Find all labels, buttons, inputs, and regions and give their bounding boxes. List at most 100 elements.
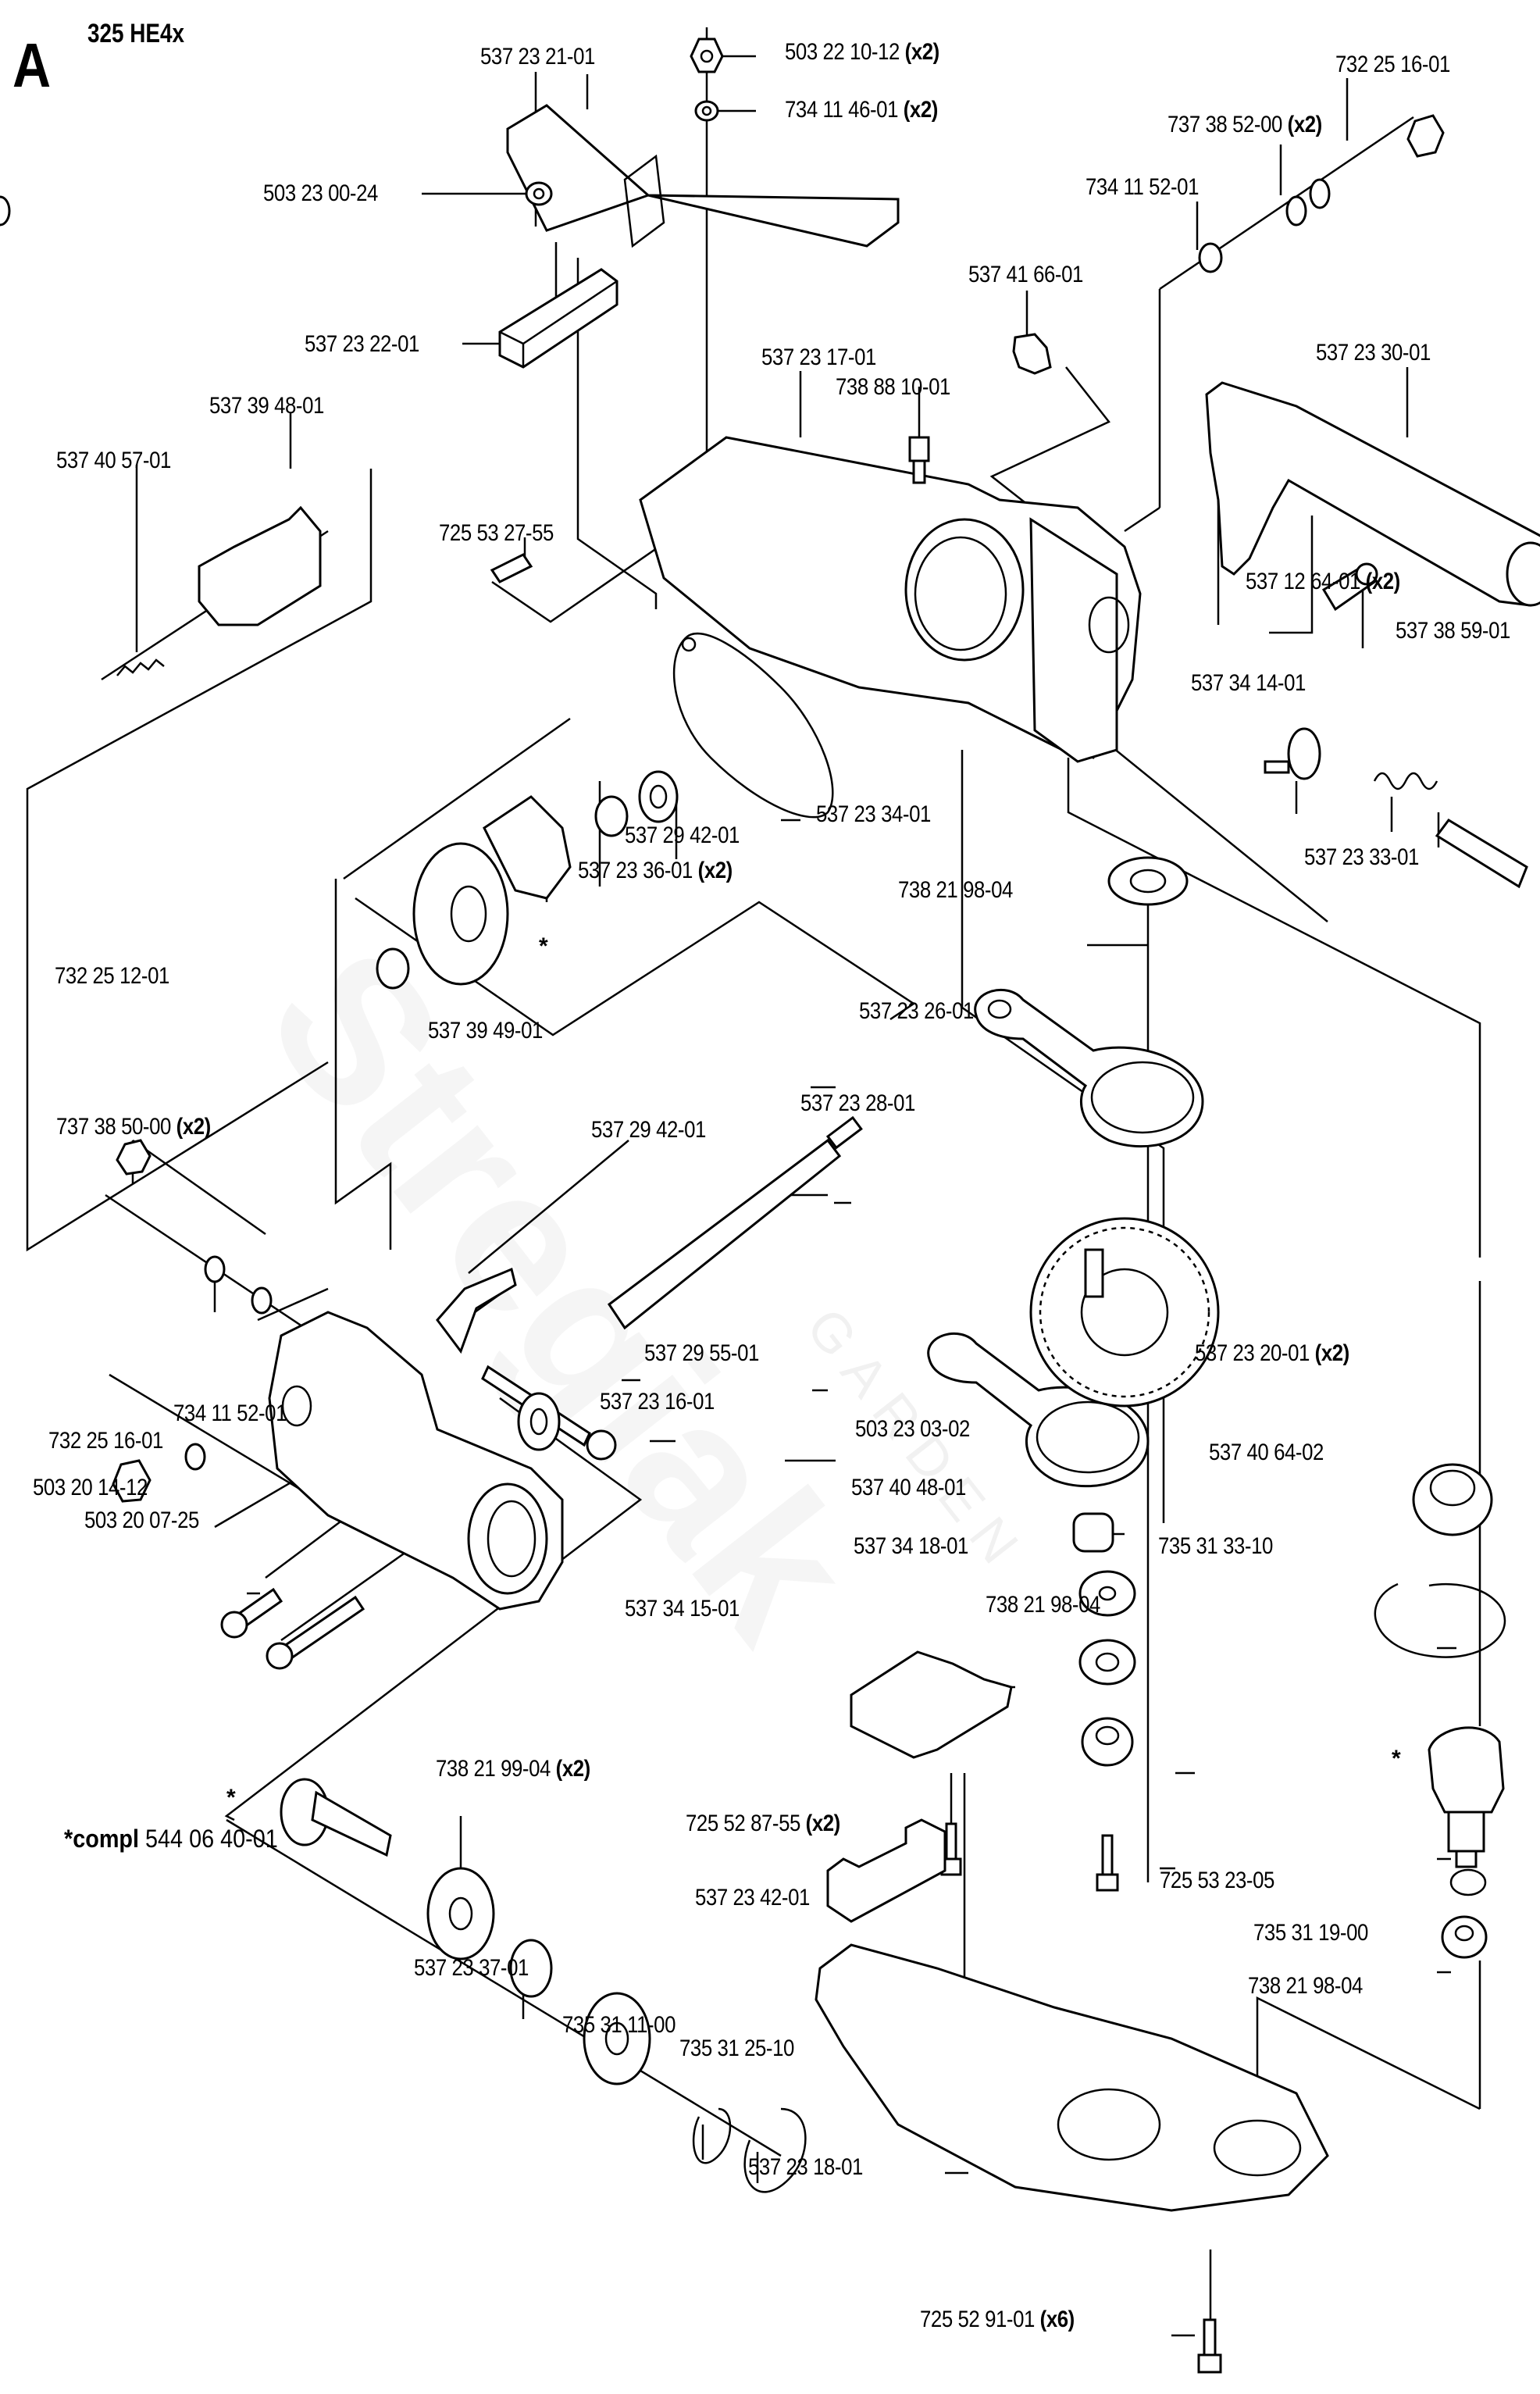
- part-label[interactable]: 537 34 15-01: [625, 1597, 740, 1621]
- cover-537-39-48-01: [198, 505, 322, 626]
- part-label[interactable]: 537 40 64-02: [1209, 1441, 1324, 1465]
- part-label[interactable]: 725 52 87-55 (x2): [686, 1812, 840, 1836]
- part-label[interactable]: 537 23 20-01 (x2): [1195, 1342, 1349, 1365]
- screw-725-53-27-55: [490, 553, 533, 583]
- part-number: 537 23 20-01: [1195, 1340, 1310, 1366]
- crank-arm-upper-537-23-20-01: [974, 988, 1204, 1148]
- part-number: 537 29 42-01: [625, 822, 740, 848]
- part-number: 738 21 98-04: [1248, 1973, 1363, 1999]
- part-label[interactable]: 503 20 07-25: [84, 1509, 199, 1532]
- washer-737-38-52-00-b: [0, 195, 11, 227]
- bearing-738-21-98-04-bottom: [1441, 1915, 1488, 1959]
- part-label[interactable]: 537 23 26-01: [859, 1000, 974, 1023]
- asterisk-marker: *: [1392, 1746, 1401, 1771]
- part-label[interactable]: 537 23 37-01: [414, 1957, 529, 1980]
- part-label[interactable]: 537 40 57-01: [56, 449, 171, 473]
- part-label[interactable]: 537 41 66-01: [968, 263, 1083, 287]
- part-label[interactable]: 738 21 99-04 (x2): [436, 1757, 590, 1781]
- washer-503-23-00-24: [525, 181, 553, 206]
- bearing-738-21-98-04-top: [1107, 856, 1189, 906]
- part-number: 725 53 27-55: [439, 520, 554, 546]
- part-number: 725 52 87-55: [686, 1811, 800, 1836]
- part-number: 738 88 10-01: [836, 374, 950, 400]
- part-label[interactable]: 738 21 98-04: [898, 879, 1013, 902]
- part-label[interactable]: 537 23 28-01: [800, 1092, 915, 1115]
- part-label[interactable]: 503 22 10-12 (x2): [785, 41, 939, 64]
- part-shapes: [0, 37, 1540, 2374]
- part-number: 503 22 10-12: [785, 39, 900, 65]
- part-label[interactable]: 537 34 18-01: [854, 1535, 968, 1558]
- part-label[interactable]: 537 29 55-01: [644, 1342, 759, 1365]
- screw-725-52-87-55: [945, 1822, 957, 1861]
- washer-734-11-46-01: [694, 100, 719, 122]
- bearing-537-40-64-02: [1412, 1463, 1493, 1536]
- part-qty: (x2): [1365, 569, 1401, 594]
- part-number: 537 34 14-01: [1191, 670, 1306, 696]
- part-label[interactable]: 537 29 42-01: [625, 824, 740, 847]
- part-label[interactable]: 737 38 52-00 (x2): [1167, 113, 1322, 137]
- part-qty: (x2): [1314, 1340, 1350, 1366]
- part-label[interactable]: 537 34 14-01: [1191, 672, 1306, 695]
- part-label[interactable]: 537 23 30-01: [1316, 341, 1431, 365]
- part-label[interactable]: 732 25 16-01: [48, 1429, 163, 1453]
- part-label[interactable]: 738 88 10-01: [836, 376, 950, 399]
- part-label[interactable]: 537 23 42-01: [695, 1886, 810, 1910]
- part-number: 738 21 98-04: [986, 1592, 1100, 1618]
- part-label[interactable]: 735 31 19-00: [1253, 1921, 1368, 1945]
- part-label[interactable]: 537 23 33-01: [1304, 846, 1419, 869]
- part-label[interactable]: 537 38 59-01: [1396, 619, 1510, 643]
- part-label[interactable]: 725 53 23-05: [1160, 1869, 1274, 1893]
- washer-734-11-52-01-left: [184, 1443, 206, 1471]
- part-label[interactable]: 725 53 27-55: [439, 522, 554, 545]
- part-label[interactable]: 537 23 17-01: [761, 346, 876, 369]
- part-label[interactable]: 735 31 33-10: [1158, 1535, 1273, 1558]
- part-label[interactable]: 503 20 14-12: [33, 1476, 148, 1500]
- part-label[interactable]: 537 29 42-01: [591, 1119, 706, 1142]
- part-number: 732 25 16-01: [1335, 52, 1450, 77]
- part-number: 537 40 64-02: [1209, 1440, 1324, 1465]
- part-number: 503 20 07-25: [84, 1507, 199, 1533]
- part-label[interactable]: 735 31 25-10: [679, 2037, 794, 2060]
- part-number: 537 23 28-01: [800, 1090, 915, 1116]
- part-label[interactable]: 503 23 03-02: [855, 1418, 970, 1441]
- part-label[interactable]: 537 40 48-01: [851, 1476, 966, 1500]
- circlip-735-31-33-10: [1374, 1582, 1506, 1658]
- part-label[interactable]: 737 38 50-00 (x2): [56, 1115, 211, 1139]
- part-number: 537 39 48-01: [209, 393, 324, 419]
- bolt-503-20-07-25: [279, 1595, 365, 1662]
- part-label[interactable]: 734 11 52-01: [173, 1402, 287, 1425]
- part-label[interactable]: 503 23 00-24: [263, 182, 378, 205]
- part-number: 537 12 64-01: [1246, 569, 1360, 594]
- part-number: 735 31 19-00: [1253, 1920, 1368, 1946]
- circlip-735-31-11-00: [692, 2107, 732, 2164]
- part-label[interactable]: 725 52 91-01 (x6): [920, 2308, 1075, 2332]
- part-label[interactable]: 735 31 11-00: [562, 2014, 676, 2037]
- part-label[interactable]: 537 23 34-01: [816, 803, 931, 826]
- shaft-537-23-26-01: [607, 1138, 842, 1330]
- part-number: 503 23 00-24: [263, 180, 378, 206]
- washer-737-38-50-00-b: [251, 1286, 273, 1315]
- part-label[interactable]: 537 23 18-01: [748, 2156, 863, 2179]
- washer-737-38-50-00-a: [204, 1255, 226, 1283]
- part-label[interactable]: 537 23 21-01: [480, 45, 595, 69]
- block-537-23-22-01: [498, 268, 618, 369]
- part-label[interactable]: 537 39 49-01: [428, 1019, 543, 1043]
- block-537-23-42-01: [826, 1818, 946, 1923]
- part-number: 537 23 37-01: [414, 1955, 529, 1981]
- part-label[interactable]: 738 21 98-04: [986, 1593, 1100, 1617]
- part-label[interactable]: 734 11 52-01: [1085, 176, 1199, 199]
- gasket-537-23-34-01: [672, 632, 834, 819]
- part-number: 737 38 52-00: [1167, 112, 1282, 137]
- part-label[interactable]: 537 23 16-01: [600, 1390, 715, 1414]
- part-label[interactable]: 738 21 98-04: [1248, 1975, 1363, 1998]
- spring-537-40-57-01: [116, 658, 165, 676]
- part-label[interactable]: 537 39 48-01: [209, 394, 324, 418]
- part-label[interactable]: 734 11 46-01 (x2): [785, 98, 938, 122]
- part-label[interactable]: 732 25 12-01: [55, 965, 169, 988]
- part-label[interactable]: 537 23 36-01 (x2): [578, 859, 733, 883]
- part-label[interactable]: 732 25 16-01: [1335, 53, 1450, 77]
- part-label[interactable]: 537 12 64-01 (x2): [1246, 570, 1400, 594]
- asterisk-marker: *: [226, 1785, 236, 1811]
- part-label[interactable]: 537 23 22-01: [305, 333, 419, 356]
